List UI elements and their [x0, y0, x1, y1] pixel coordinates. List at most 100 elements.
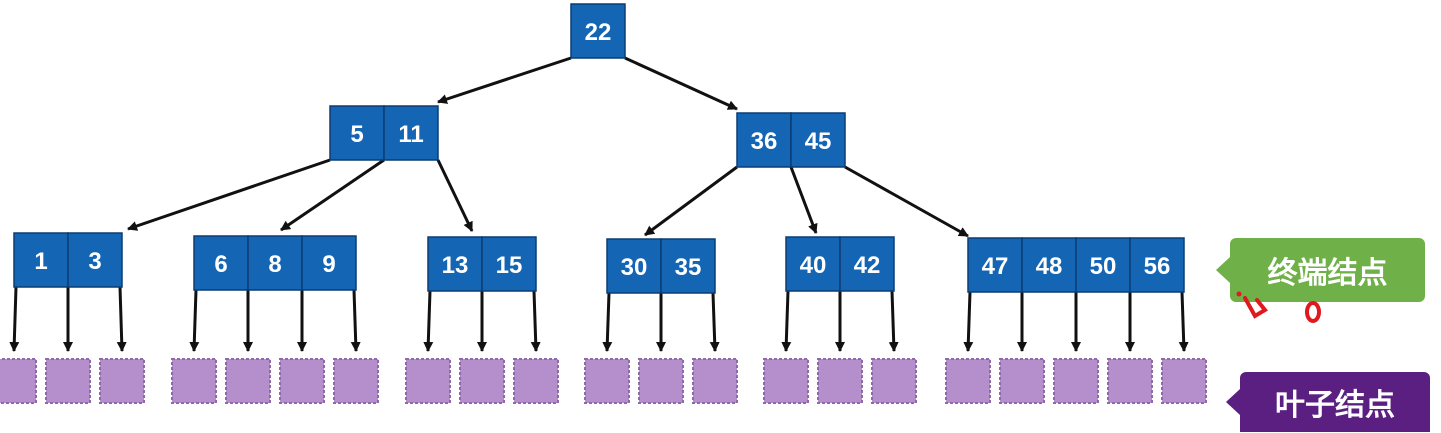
- edge-arrow: [888, 290, 899, 352]
- edge-arrow: [350, 289, 361, 352]
- key-cell: [660, 238, 716, 294]
- terminal-node: 30 35: [606, 238, 716, 294]
- key-value: 11: [398, 121, 423, 148]
- key-cell: [481, 236, 537, 292]
- key-cell: [67, 232, 123, 288]
- edge-arrow: [423, 290, 434, 352]
- edge-arrow: [280, 158, 385, 232]
- edge-arrow: [709, 292, 720, 352]
- edge-arrow: [963, 291, 974, 352]
- internal-node: 36 45: [736, 112, 846, 168]
- key-value: 30: [621, 254, 648, 281]
- terminal-node: 47 48 50 56: [967, 237, 1185, 293]
- edge-arrow: [1178, 291, 1189, 352]
- key-cell: [785, 236, 841, 292]
- key-cell: [839, 236, 895, 292]
- key-value: 15: [496, 252, 523, 279]
- key-cell: [427, 236, 483, 292]
- key-value: 35: [675, 254, 702, 281]
- key-value: 13: [442, 252, 469, 279]
- leaf-node: [763, 358, 809, 404]
- tree-edges: [9, 56, 1189, 352]
- handwritten-red-marks: [1236, 291, 1321, 323]
- red-triangle-mark: [1243, 296, 1268, 319]
- leaf-nodes: [0, 358, 1207, 404]
- key-value: 42: [854, 252, 881, 279]
- key-value: 48: [1036, 253, 1063, 280]
- edge-arrow: [9, 286, 20, 352]
- key-cell: [570, 3, 626, 59]
- leaf-node: [945, 358, 991, 404]
- edge-arrow: [644, 165, 738, 237]
- leaf-node: [99, 358, 145, 404]
- leaf-node-label: 叶子结点: [1275, 388, 1395, 423]
- edge-arrow: [844, 165, 969, 238]
- key-cell: [736, 112, 792, 168]
- key-value: 1: [34, 248, 47, 275]
- leaf-node: [1161, 358, 1207, 404]
- leaf-node: [279, 358, 325, 404]
- key-cell: [247, 235, 303, 291]
- leaf-node: [999, 358, 1045, 404]
- terminal-node: 40 42: [785, 236, 895, 292]
- key-cell: [967, 237, 1023, 293]
- key-value: 36: [751, 128, 778, 155]
- terminal-node-label: 终端结点: [1267, 256, 1388, 291]
- key-value: 6: [214, 251, 227, 278]
- leaf-node: [0, 358, 37, 404]
- leaf-node: [1053, 358, 1099, 404]
- key-cell: [301, 235, 357, 291]
- leaf-node: [817, 358, 863, 404]
- key-value: 22: [585, 19, 612, 46]
- key-cell: [1129, 237, 1185, 293]
- edge-arrow: [116, 286, 127, 352]
- red-dot-mark: [1236, 291, 1242, 297]
- key-value: 3: [88, 248, 101, 275]
- edge-arrow: [189, 289, 200, 352]
- key-cell: [1021, 237, 1077, 293]
- red-circle-mark: [1305, 301, 1321, 323]
- leaf-node: [692, 358, 738, 404]
- terminal-node: 13 15: [427, 236, 537, 292]
- edge-arrow: [530, 290, 541, 352]
- leaf-node: [45, 358, 91, 404]
- edge-arrow: [127, 158, 331, 231]
- leaf-node: [459, 358, 505, 404]
- edge-arrow: [624, 56, 738, 111]
- key-value: 45: [805, 128, 832, 155]
- key-cell: [606, 238, 662, 294]
- key-value: 5: [350, 121, 363, 148]
- edge-arrow: [436, 159, 474, 232]
- leaf-node-callout: 叶子结点: [1226, 372, 1430, 432]
- leaf-node: [225, 358, 271, 404]
- leaf-node: [1107, 358, 1153, 404]
- key-cell: [13, 232, 69, 288]
- edge-arrow: [602, 292, 613, 352]
- edge-arrow: [437, 56, 572, 104]
- leaf-node: [871, 358, 917, 404]
- internal-node: 5 11: [329, 105, 439, 161]
- key-value: 56: [1144, 253, 1171, 280]
- key-cell: [790, 112, 846, 168]
- edge-arrow: [789, 166, 818, 234]
- root-node: 22: [570, 3, 626, 59]
- key-cell: [1075, 237, 1131, 293]
- key-value: 9: [322, 251, 335, 278]
- leaf-node: [171, 358, 217, 404]
- key-cell: [383, 105, 439, 161]
- leaf-node: [513, 358, 559, 404]
- key-value: 50: [1090, 253, 1117, 280]
- leaf-node: [584, 358, 630, 404]
- key-cell: [329, 105, 385, 161]
- leaf-node: [333, 358, 379, 404]
- edge-arrow: [781, 290, 792, 352]
- terminal-node-callout: 终端结点: [1216, 238, 1425, 302]
- leaf-node: [405, 358, 451, 404]
- key-value: 47: [982, 253, 1009, 280]
- key-value: 40: [800, 252, 827, 279]
- terminal-node: 6 8 9: [193, 235, 357, 291]
- key-value: 8: [268, 251, 281, 278]
